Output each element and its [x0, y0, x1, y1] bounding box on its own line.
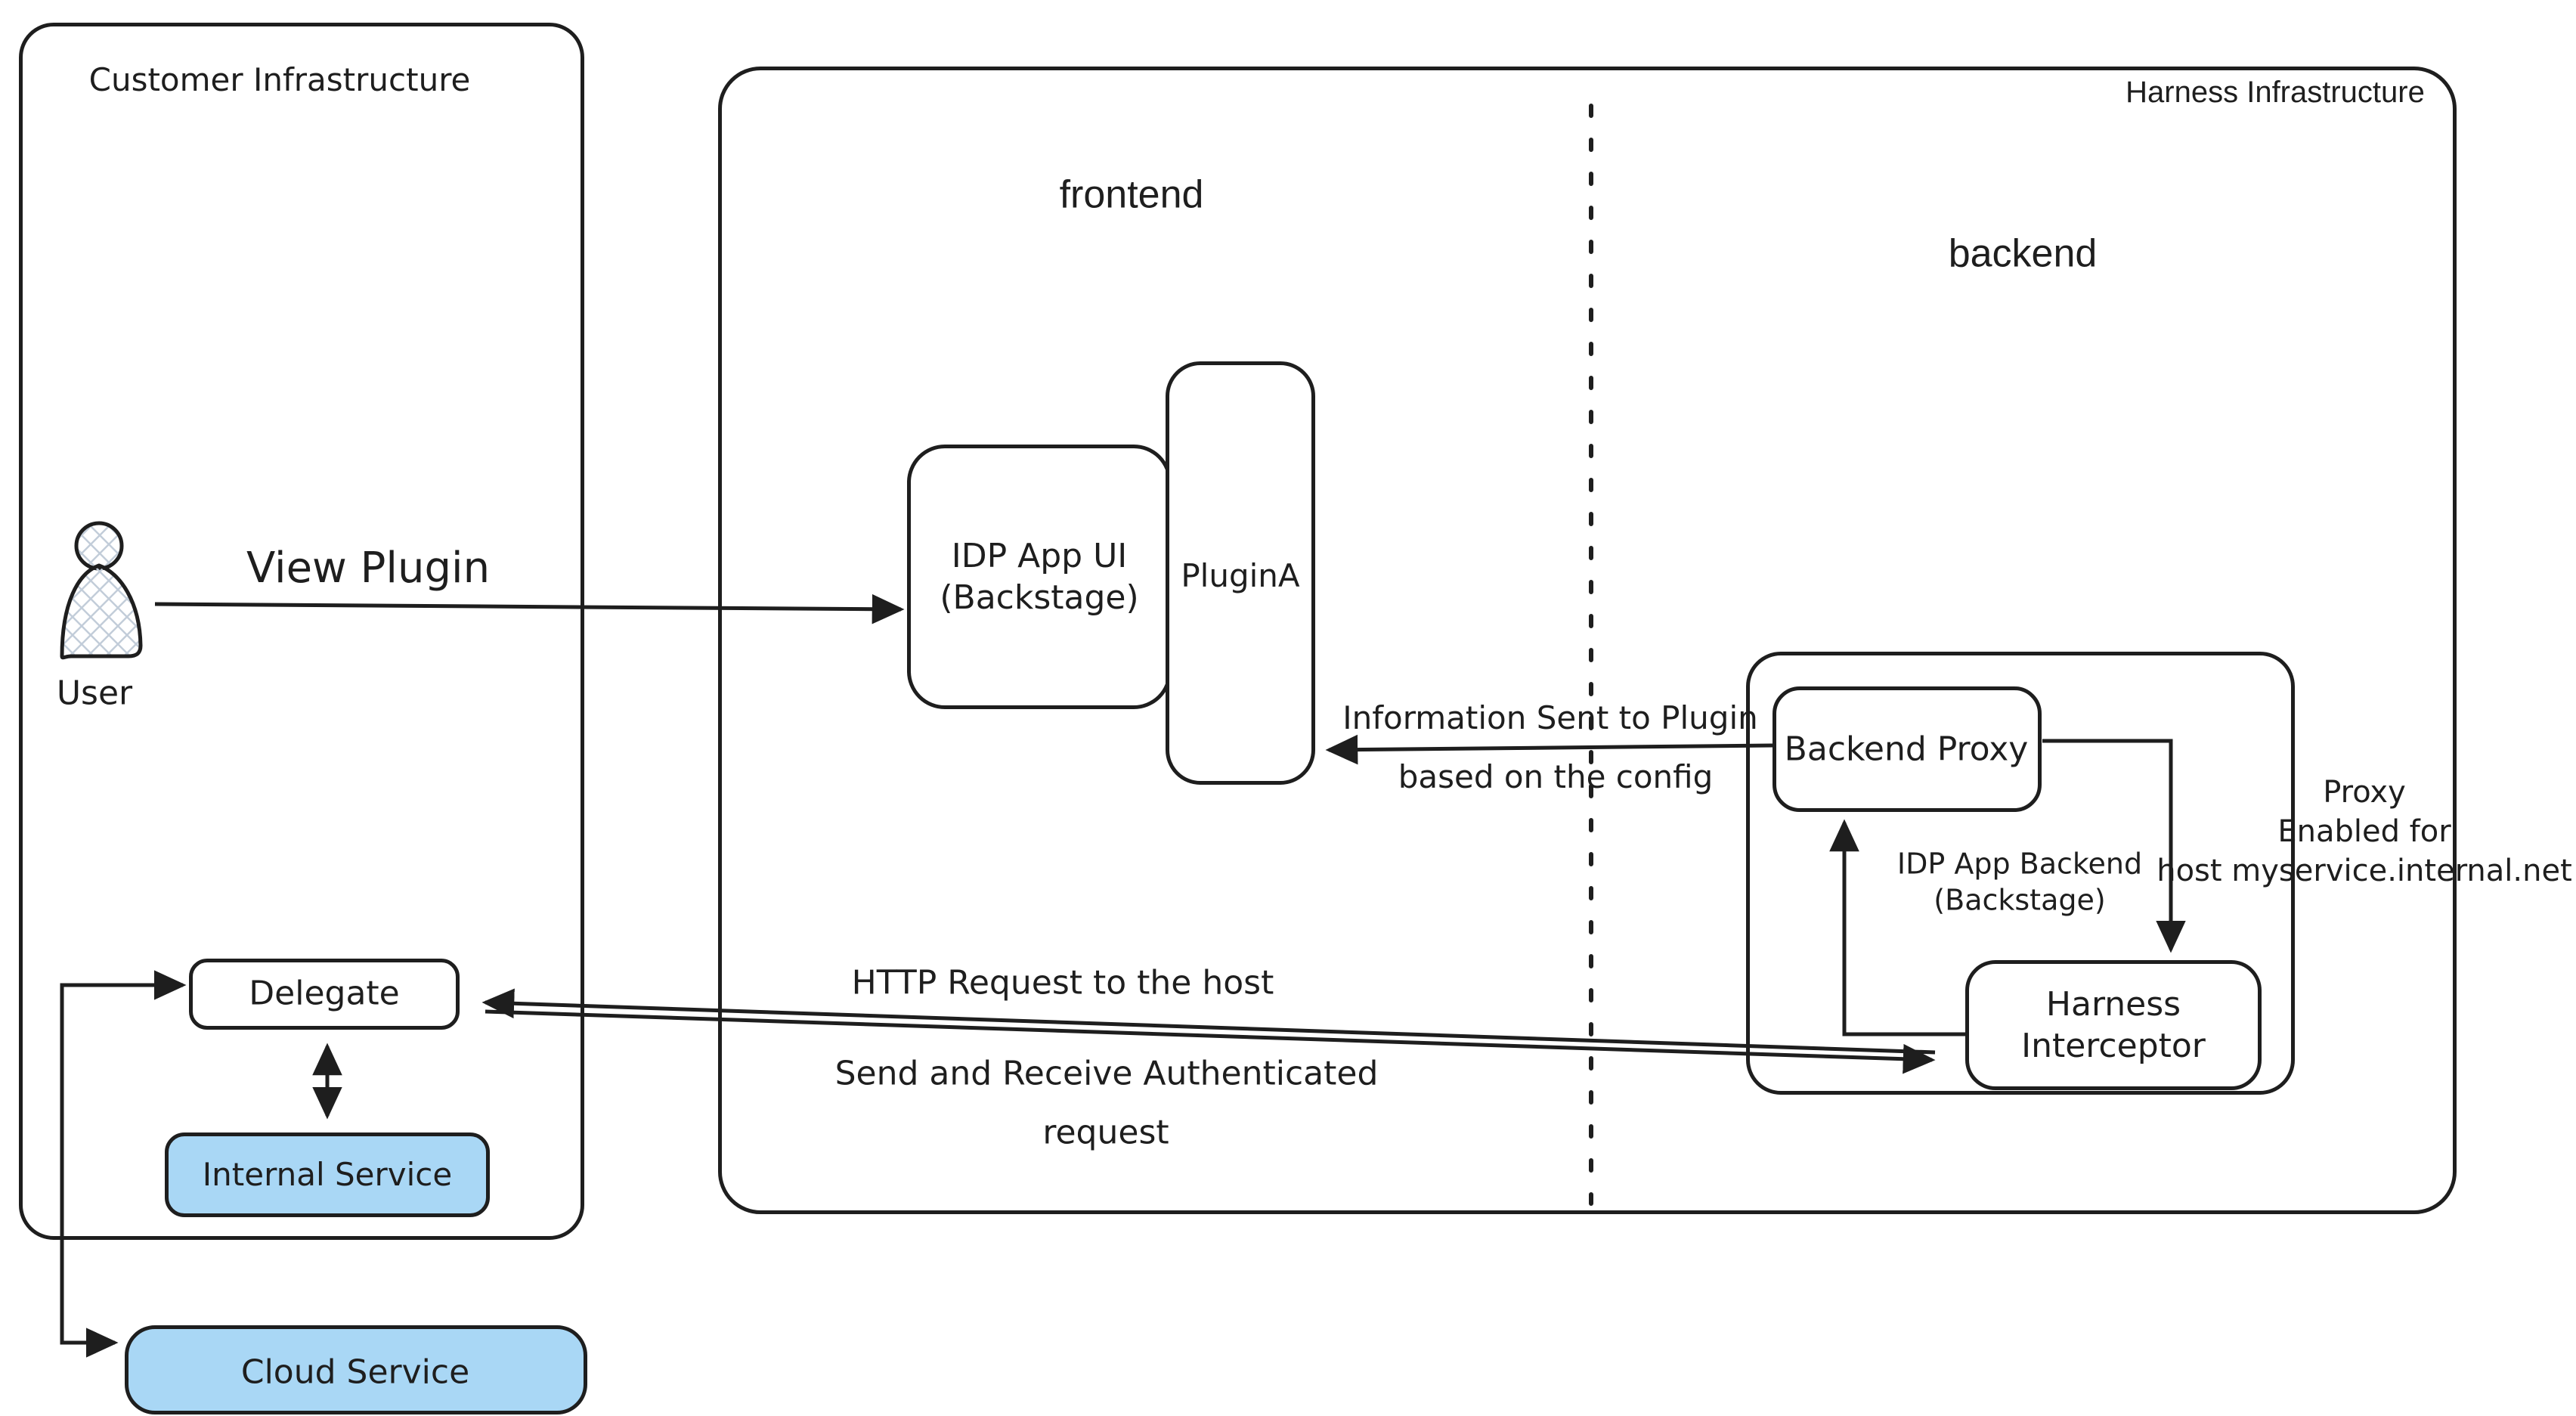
- arrow-interceptor-to-proxy: [1829, 819, 1965, 1036]
- auth-request-line2: request: [1042, 1113, 1169, 1152]
- idp-app-ui-line2: (Backstage): [940, 578, 1139, 617]
- user-label: User: [56, 674, 133, 713]
- cloud-service-label: Cloud Service: [240, 1352, 470, 1392]
- plugin-a-label: PluginA: [1181, 556, 1300, 594]
- backend-proxy-box: [1773, 686, 2042, 812]
- internal-service-box: [165, 1132, 490, 1217]
- customer-infrastructure-box: [19, 23, 584, 1240]
- proxy-enabled-line2: Enabled for: [2277, 814, 2451, 849]
- harness-interceptor-box: [1965, 960, 2262, 1090]
- harness-infrastructure-box: [718, 67, 2457, 1214]
- plugin-a-box: [1166, 361, 1315, 785]
- harness-infrastructure-title: Harness Infrastructure: [2126, 76, 2425, 109]
- backend-section-label: backend: [1948, 231, 2098, 276]
- harness-interceptor-line1: Harness: [2045, 985, 2181, 1024]
- idp-app-backend-line1: IDP App Backend: [1896, 847, 2143, 881]
- arrow-proxy-to-plugin: [1325, 734, 1773, 765]
- delegate-label: Delegate: [249, 974, 400, 1013]
- idp-app-ui-line1: IDP App UI: [951, 537, 1128, 575]
- proxy-enabled-line1: Proxy: [2323, 775, 2406, 810]
- harness-interceptor-line2: Interceptor: [2021, 1027, 2206, 1065]
- arrow-user-to-idp-ui: [154, 593, 905, 624]
- http-request-label: HTTP Request to the host: [851, 963, 1274, 1002]
- arrow-delegate-cloud-service: [60, 970, 187, 1358]
- user-icon: [60, 521, 143, 660]
- info-sent-line1: Information Sent to Plugin: [1342, 699, 1758, 736]
- info-sent-line2: based on the config: [1398, 758, 1714, 795]
- idp-app-backend-group-box: [1746, 652, 2295, 1095]
- proxy-enabled-line3: host myservice.internal.net: [2156, 854, 2572, 888]
- proxy-enabled-note: Proxy Enabled for host myservice.interna…: [2156, 773, 2572, 891]
- cloud-service-box: [125, 1325, 587, 1414]
- arrow-interceptor-to-delegate: [481, 988, 1936, 1055]
- auth-request-line1: Send and Receive Authenticated: [834, 1054, 1379, 1093]
- frontend-section-label: frontend: [1059, 172, 1204, 217]
- delegate-box: [189, 959, 460, 1030]
- idp-app-ui-label: IDP App UI (Backstage): [940, 535, 1138, 618]
- idp-app-backend-label: IDP App Backend (Backstage): [1897, 847, 2142, 919]
- idp-app-backend-line2: (Backstage): [1934, 883, 2106, 916]
- arrow-delegate-to-interceptor: [485, 1009, 1936, 1074]
- backend-proxy-label: Backend Proxy: [1784, 730, 2029, 769]
- view-plugin-label: View Plugin: [246, 544, 491, 593]
- arrow-proxy-to-interceptor: [2042, 739, 2186, 953]
- customer-infrastructure-title: Customer Infrastructure: [88, 60, 471, 98]
- harness-interceptor-label: Harness Interceptor: [2021, 984, 2206, 1067]
- internal-service-label: Internal Service: [202, 1155, 453, 1193]
